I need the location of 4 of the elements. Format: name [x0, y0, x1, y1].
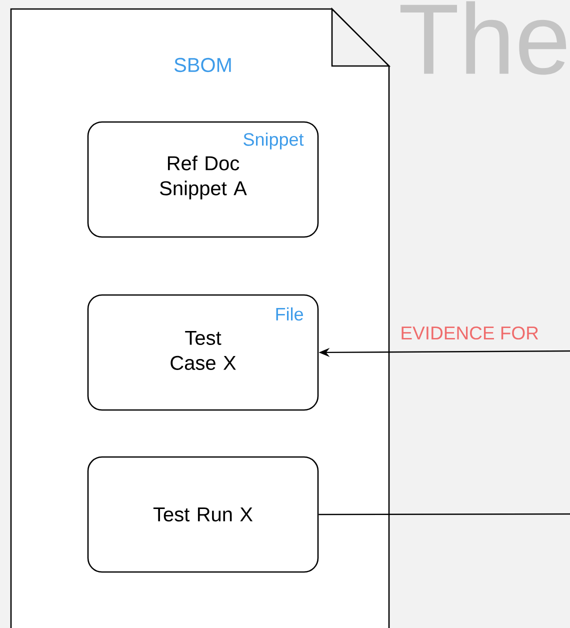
edge-label: EVIDENCE FOR	[399, 325, 540, 341]
rounded-box: Snippet Ref Doc Snippet A	[87, 121, 319, 238]
rounded-box: Test Run X	[87, 456, 319, 573]
rounded-box: File Test Case X	[87, 294, 319, 411]
